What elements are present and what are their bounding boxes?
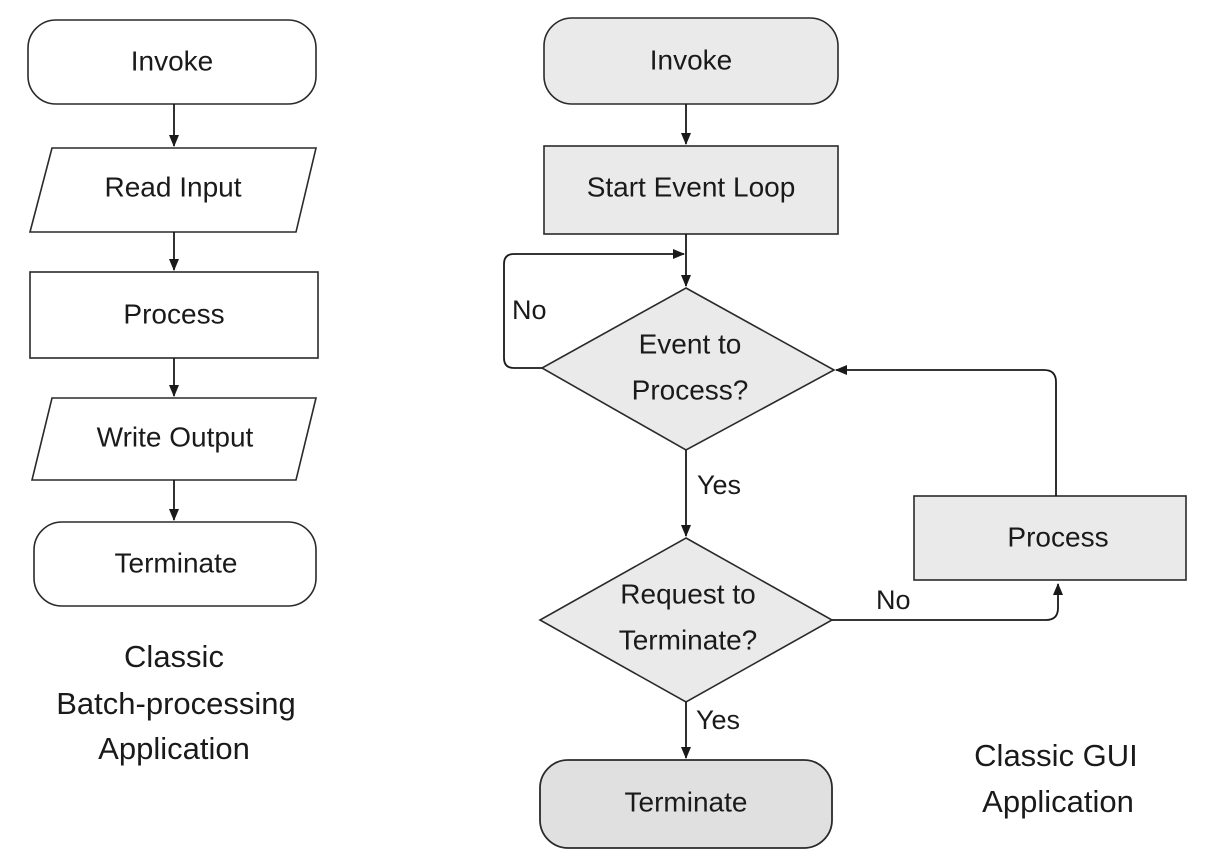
gui-caption-line-2: Application <box>982 784 1134 819</box>
batch-invoke-label: Invoke <box>131 45 214 76</box>
batch-flowchart: Invoke Read Input Process Write Output T… <box>27 19 319 766</box>
gui-edge-request-no <box>832 583 1063 621</box>
gui-process-label: Process <box>1007 521 1108 552</box>
batch-caption-line-1: Classic <box>124 639 224 674</box>
gui-invoke-node: Invoke <box>543 17 839 105</box>
gui-start-event-loop-label: Start Event Loop <box>587 171 796 202</box>
gui-event-decision-line-1: Event to <box>639 328 742 359</box>
gui-label-yes-event: Yes <box>697 470 741 500</box>
batch-read-input-label: Read Input <box>105 171 242 202</box>
batch-invoke-node: Invoke <box>27 19 317 105</box>
gui-edge-event-no-loop <box>503 249 685 369</box>
batch-write-output-node: Write Output <box>30 397 318 481</box>
batch-caption-line-2: Batch-processing <box>56 686 296 721</box>
batch-terminate-node: Terminate <box>33 521 317 607</box>
gui-label-no-event: No <box>512 295 547 325</box>
gui-request-decision-line-1: Request to <box>620 578 755 609</box>
gui-request-decision-line-2: Terminate? <box>619 624 758 655</box>
gui-start-event-loop-node: Start Event Loop <box>543 145 839 235</box>
gui-event-decision-node: Event to Process? <box>540 287 836 451</box>
gui-terminate-label: Terminate <box>625 786 748 817</box>
gui-event-decision-line-2: Process? <box>632 374 749 405</box>
gui-invoke-label: Invoke <box>650 44 733 75</box>
gui-label-no-terminate: No <box>876 585 911 615</box>
gui-request-decision-node: Request to Terminate? <box>538 537 834 703</box>
gui-caption: Classic GUI Application <box>974 738 1138 819</box>
batch-write-output-label: Write Output <box>97 421 254 452</box>
batch-terminate-label: Terminate <box>115 547 238 578</box>
gui-edge-process-back <box>835 365 1057 496</box>
gui-terminate-node: Terminate <box>539 759 833 849</box>
batch-process-label: Process <box>123 298 224 329</box>
gui-flowchart: Invoke Start Event Loop Event to Process… <box>503 17 1187 849</box>
gui-label-yes-terminate: Yes <box>696 705 740 735</box>
gui-caption-line-1: Classic GUI <box>974 738 1138 773</box>
batch-read-input-node: Read Input <box>28 147 318 233</box>
batch-caption-line-3: Application <box>98 731 250 766</box>
gui-process-node: Process <box>913 495 1187 581</box>
batch-caption: Classic Batch-processing Application <box>56 639 296 766</box>
batch-process-node: Process <box>29 271 319 359</box>
